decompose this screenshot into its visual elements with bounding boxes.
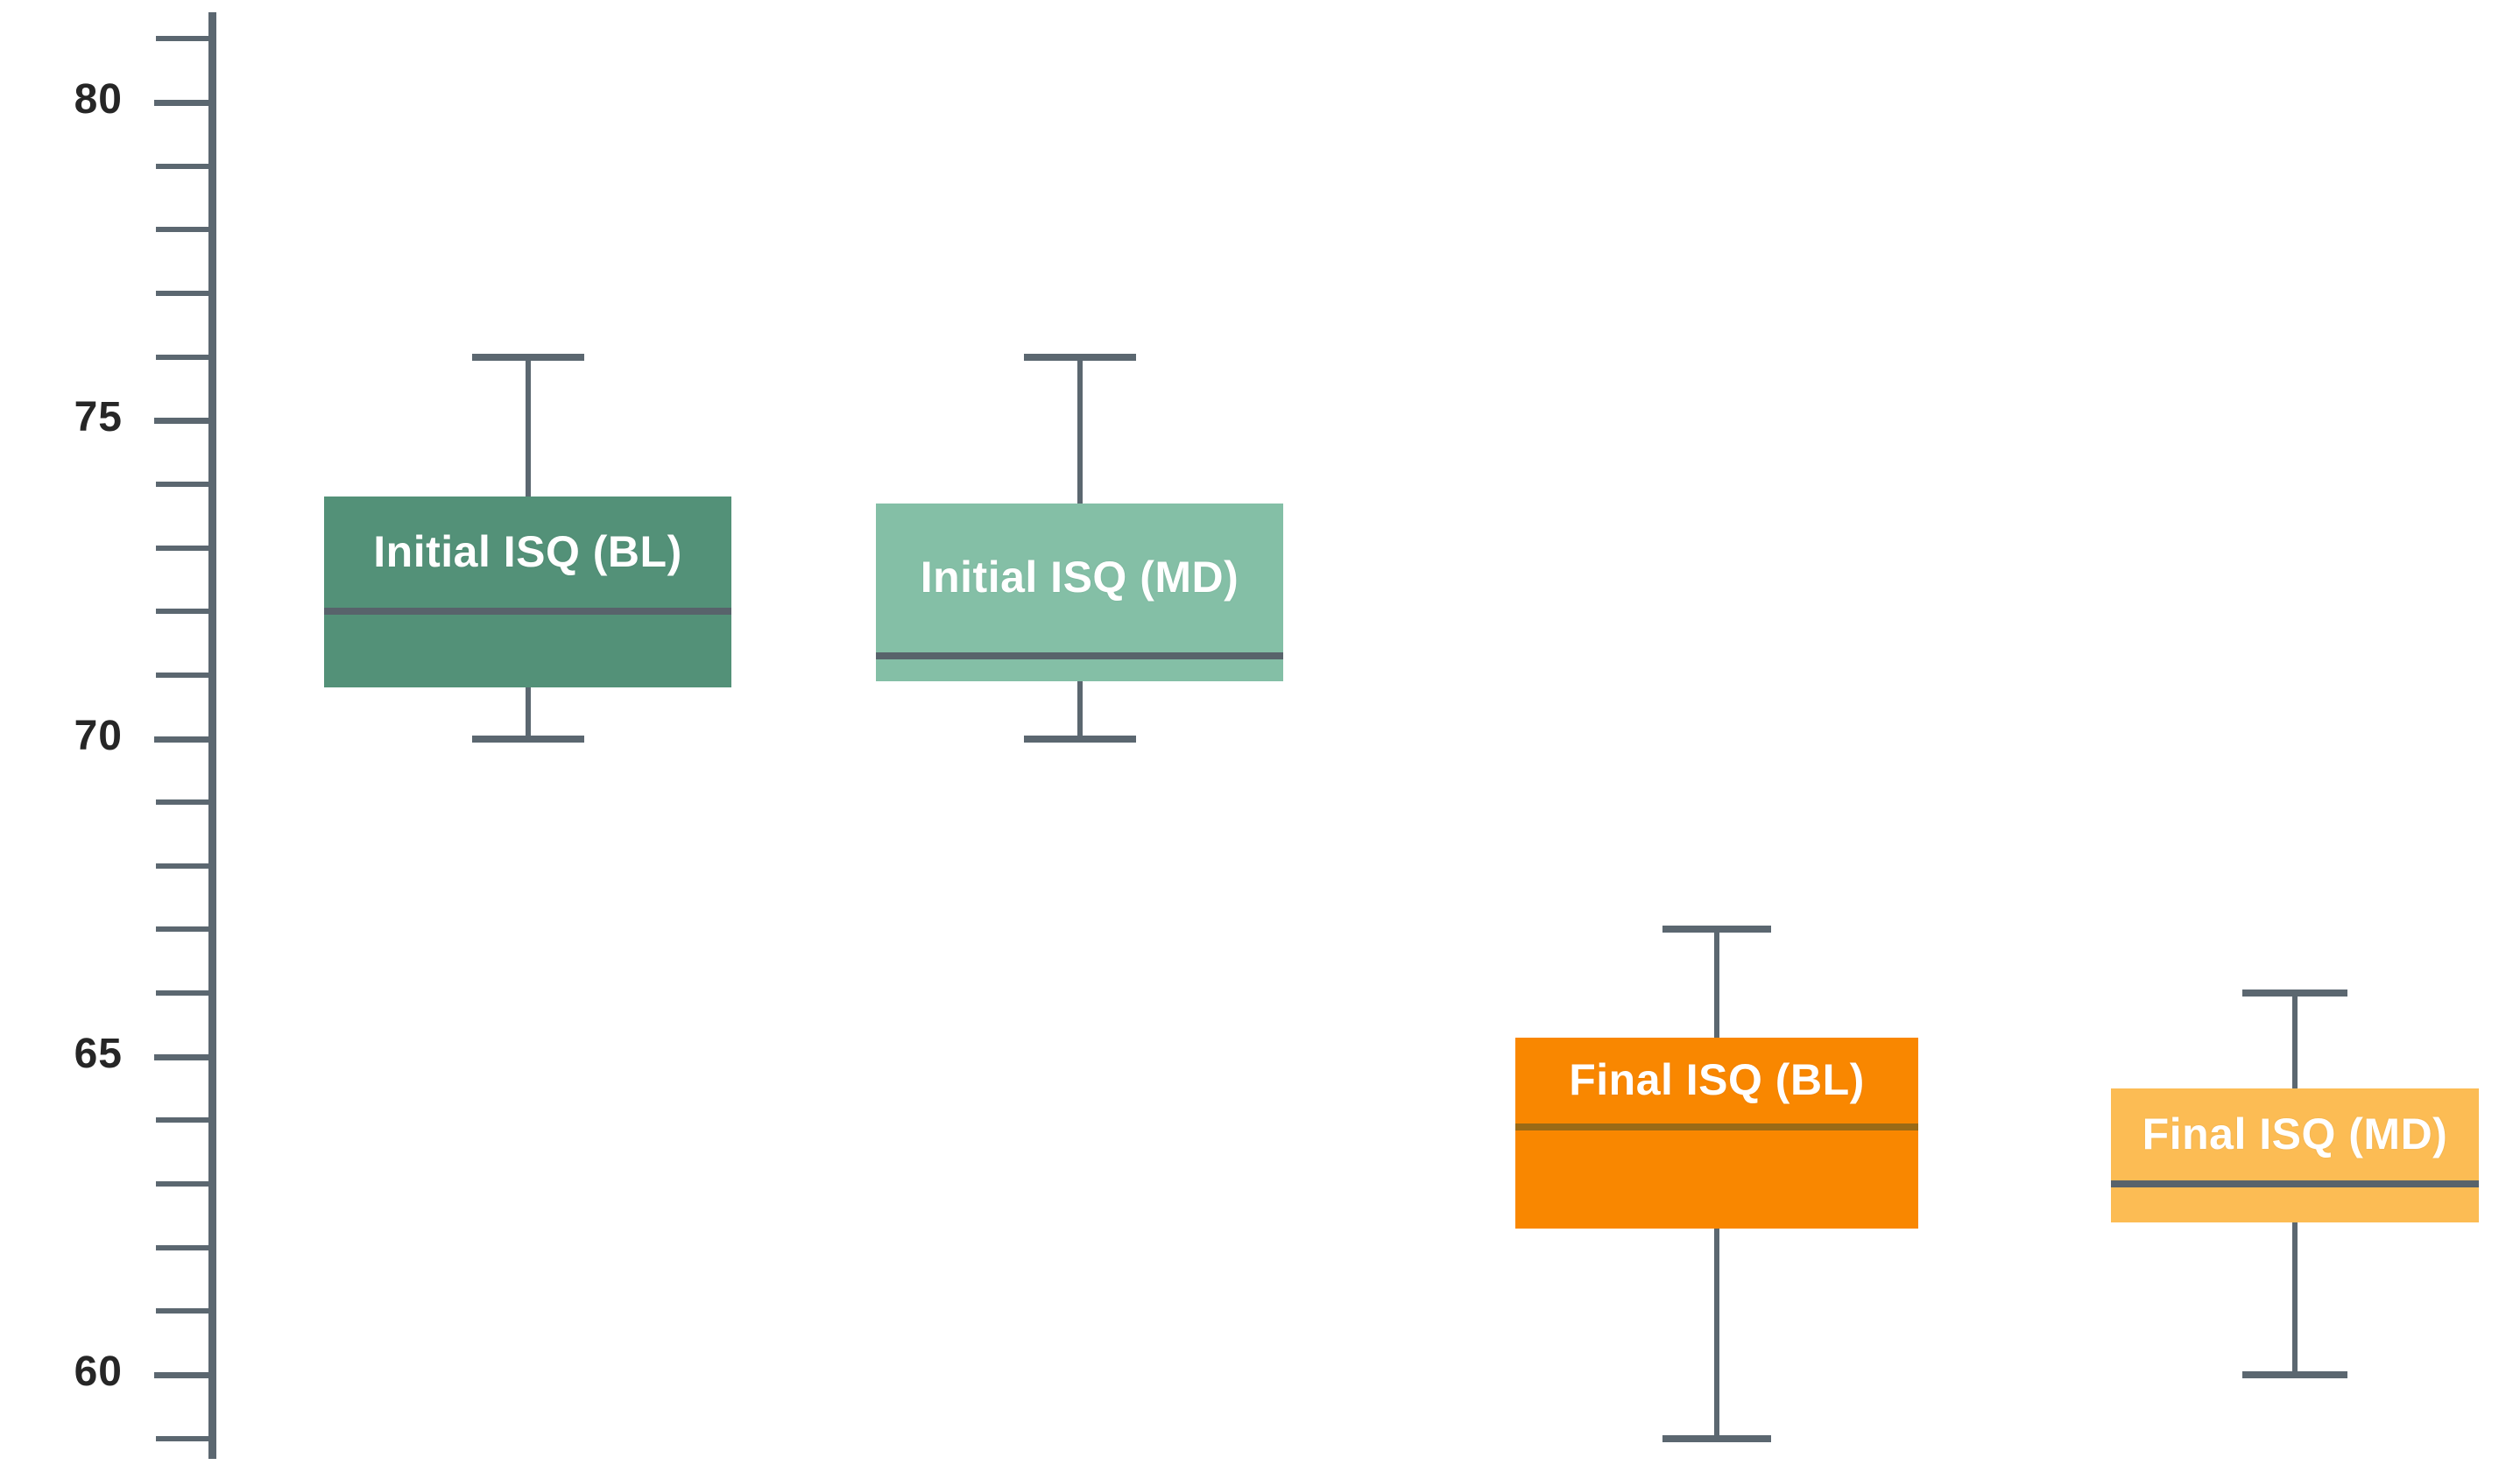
box-label: Initial ISQ (BL) bbox=[373, 526, 682, 576]
y-axis-minor-tick bbox=[156, 672, 216, 678]
y-axis-minor-tick bbox=[156, 926, 216, 933]
y-axis-tick-label: 70 bbox=[74, 712, 123, 759]
lower-whisker-cap bbox=[2242, 1371, 2347, 1378]
y-axis-tick-label: 60 bbox=[74, 1349, 123, 1395]
upper-whisker-line bbox=[1714, 929, 1719, 1038]
upper-whisker-cap bbox=[2242, 990, 2347, 997]
box-body[interactable] bbox=[324, 497, 731, 688]
y-axis-major-tick bbox=[154, 100, 216, 106]
y-axis-minor-tick bbox=[156, 163, 216, 169]
box-label: Final ISQ (MD) bbox=[2142, 1109, 2448, 1159]
lower-whisker-cap bbox=[1023, 735, 1136, 743]
lower-whisker-cap bbox=[471, 735, 584, 743]
median-line bbox=[876, 652, 1283, 660]
y-axis-major-tick bbox=[154, 736, 216, 743]
upper-whisker-line bbox=[525, 356, 531, 497]
y-axis-minor-tick bbox=[156, 354, 216, 360]
y-axis-tick-label: 65 bbox=[74, 1030, 123, 1077]
y-axis-minor-tick bbox=[156, 1308, 216, 1314]
upper-whisker-line bbox=[2292, 993, 2298, 1089]
y-axis-minor-tick bbox=[156, 1181, 216, 1187]
median-line bbox=[324, 608, 731, 616]
y-axis-minor-tick bbox=[156, 990, 216, 997]
median-line bbox=[1515, 1123, 1918, 1130]
y-axis-minor-tick bbox=[156, 290, 216, 296]
upper-whisker-cap bbox=[471, 353, 584, 361]
y-axis-major-tick bbox=[154, 418, 216, 425]
upper-whisker-cap bbox=[1023, 353, 1136, 361]
upper-whisker-cap bbox=[1662, 926, 1771, 933]
y-axis-tick-label: 80 bbox=[74, 76, 123, 123]
y-axis-minor-tick bbox=[156, 1435, 216, 1441]
y-axis-minor-tick bbox=[156, 36, 216, 42]
box-label: Initial ISQ (MD) bbox=[920, 552, 1239, 602]
median-line bbox=[2111, 1180, 2479, 1188]
y-axis-minor-tick bbox=[156, 227, 216, 233]
y-axis-minor-tick bbox=[156, 481, 216, 487]
lower-whisker-line bbox=[1714, 1228, 1719, 1439]
y-axis-minor-tick bbox=[156, 799, 216, 806]
upper-whisker-line bbox=[1076, 356, 1083, 504]
y-axis-minor-tick bbox=[156, 609, 216, 615]
y-axis-tick-label: 75 bbox=[74, 394, 123, 441]
box-body[interactable] bbox=[2111, 1088, 2479, 1222]
y-axis-minor-tick bbox=[156, 1244, 216, 1250]
y-axis-minor-tick bbox=[156, 1117, 216, 1123]
lower-whisker-cap bbox=[1662, 1434, 1771, 1442]
y-axis-minor-tick bbox=[156, 545, 216, 551]
lower-whisker-line bbox=[2292, 1222, 2298, 1375]
box-body[interactable] bbox=[876, 503, 1283, 682]
box-label: Final ISQ (BL) bbox=[1569, 1054, 1865, 1104]
y-axis-spine bbox=[208, 12, 216, 1459]
box-body[interactable] bbox=[1515, 1037, 1918, 1229]
lower-whisker-line bbox=[1076, 681, 1083, 739]
lower-whisker-line bbox=[525, 687, 531, 739]
y-axis-minor-tick bbox=[156, 863, 216, 869]
y-axis-major-tick bbox=[154, 1372, 216, 1378]
y-axis-major-tick bbox=[154, 1053, 216, 1060]
